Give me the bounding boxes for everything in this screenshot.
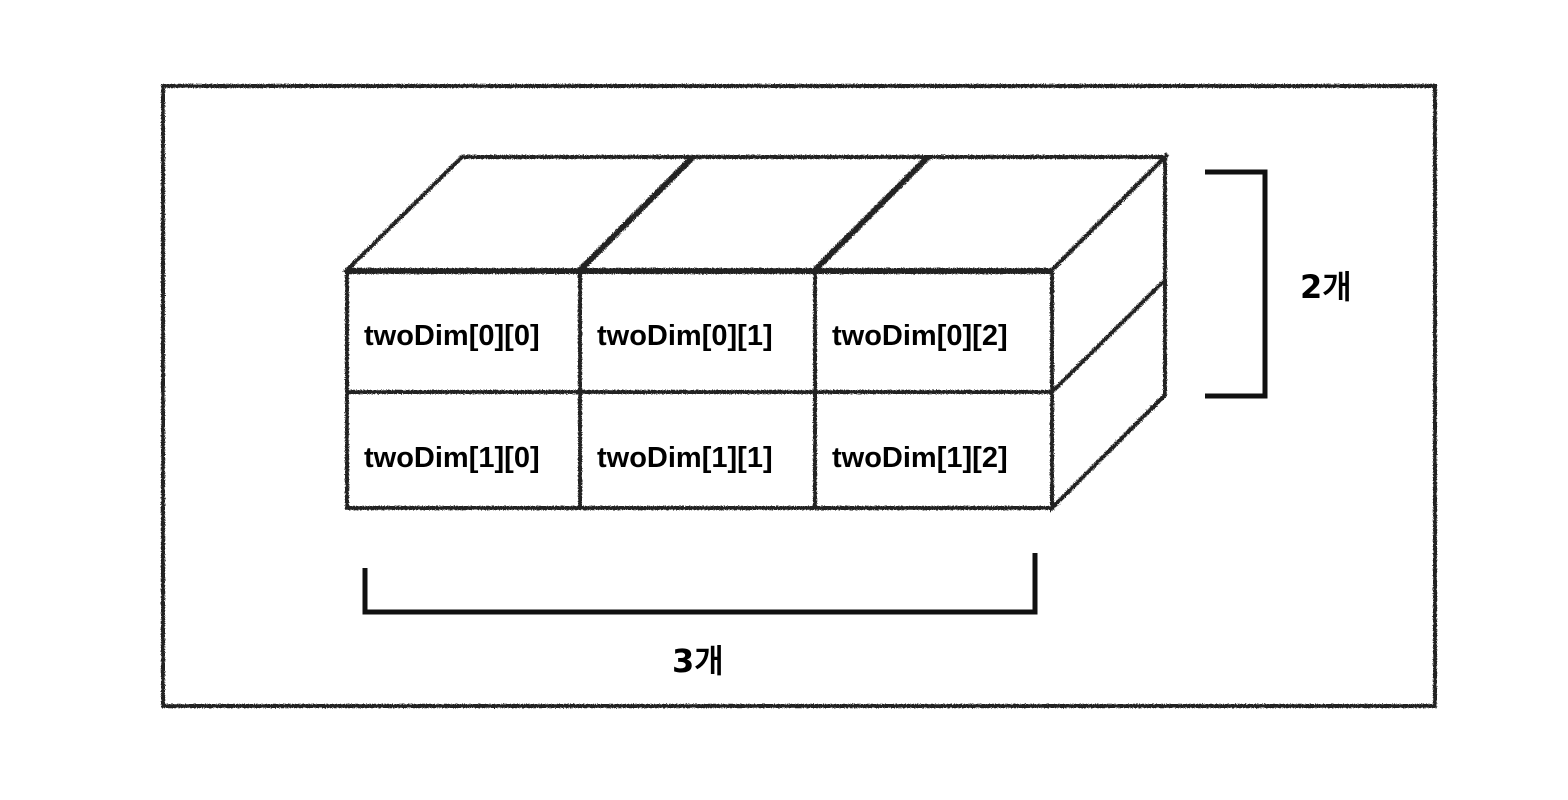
row-count-bracket (1205, 169, 1268, 399)
cell-0-1-label: twoDim[0][1] (597, 320, 773, 352)
column-count-bracket (362, 553, 1038, 615)
side-divider (1050, 278, 1167, 394)
cell-0-0-label: twoDim[0][0] (364, 320, 540, 352)
outer-frame (161, 84, 1437, 708)
row-count-label: 2개 (1300, 268, 1352, 306)
column-count-label: 3개 (672, 642, 724, 680)
top-divider (812, 154, 931, 273)
top-divider (577, 154, 696, 273)
cell-1-2-label: twoDim[1][2] (832, 442, 1008, 474)
front-cell-1-2 (813, 390, 1054, 510)
cell-1-1-label: twoDim[1][1] (597, 442, 773, 474)
cell-0-2-label: twoDim[0][2] (832, 320, 1008, 352)
cell-1-0-label: twoDim[1][0] (364, 442, 540, 474)
side-face (1050, 152, 1167, 513)
top-face (342, 155, 1170, 272)
